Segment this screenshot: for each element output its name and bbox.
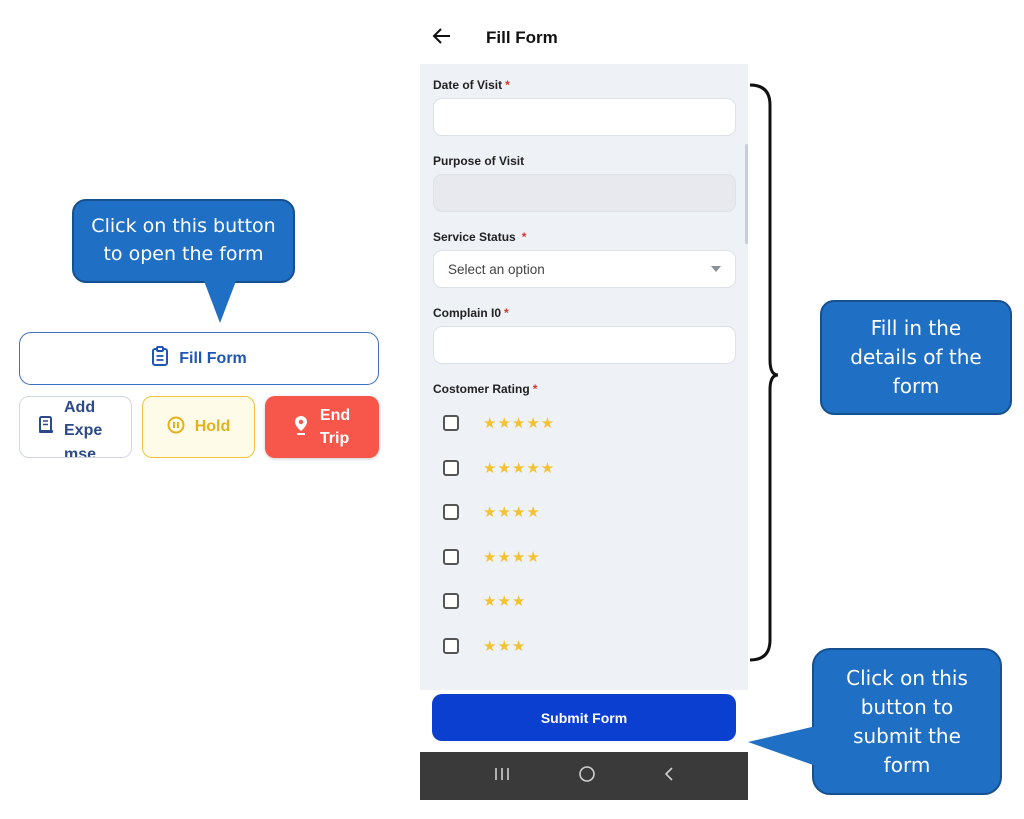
complain-id-label: Complain I0* — [433, 306, 509, 320]
rating-option[interactable]: ★★★★★ — [443, 414, 555, 432]
rating-checkbox[interactable] — [443, 548, 459, 565]
arrow-left-icon[interactable] — [432, 27, 480, 49]
star-icon: ★★★ — [483, 637, 527, 655]
rating-option[interactable]: ★★★★ — [443, 503, 541, 521]
recent-apps-icon[interactable] — [493, 767, 511, 786]
service-status-select[interactable]: Select an option — [433, 250, 736, 288]
required-mark: * — [504, 306, 509, 320]
service-status-label: Service Status* — [433, 230, 527, 244]
page-title: Fill Form — [486, 28, 558, 47]
home-icon[interactable] — [578, 765, 596, 788]
form-scroll-area[interactable]: Date of Visit* Purpose of Visit Service … — [420, 64, 748, 690]
star-icon: ★★★ — [483, 593, 527, 610]
rating-checkbox[interactable] — [443, 415, 459, 431]
nav-back-icon[interactable] — [663, 766, 675, 787]
fill-form-button[interactable]: Fill Form — [19, 332, 379, 385]
rating-checkbox[interactable] — [443, 504, 459, 520]
open-form-callout: Click on this button to open the form — [72, 199, 295, 323]
star-icon: ★★★★ — [483, 548, 541, 566]
scrollbar[interactable] — [745, 144, 748, 244]
service-status-placeholder: Select an option — [448, 261, 545, 277]
rating-option[interactable]: ★★★★★ — [443, 459, 555, 477]
required-mark: * — [532, 382, 538, 396]
submit-area: Submit Form — [420, 690, 748, 752]
rating-option[interactable]: ★★★ — [443, 592, 526, 610]
required-mark: * — [505, 78, 510, 92]
fill-details-callout: Fill in the details of the form — [820, 300, 1012, 415]
location-pin-icon — [294, 415, 308, 440]
date-of-visit-field[interactable] — [433, 98, 736, 136]
fill-form-button-label: Fill Form — [179, 349, 247, 367]
add-expense-label: Add Expe mse — [64, 399, 103, 458]
star-icon: ★★★★★ — [483, 459, 556, 477]
rating-option[interactable]: ★★★ — [443, 637, 526, 655]
submit-callout: Click on this button to submit the form — [748, 648, 1002, 795]
submit-form-button[interactable]: Submit Form — [432, 694, 736, 741]
purpose-of-visit-label: Purpose of Visit — [433, 154, 525, 168]
customer-rating-label: Costomer Rating* — [433, 382, 538, 396]
hold-label: Hold — [194, 418, 231, 435]
app-header: Fill Form — [420, 12, 748, 64]
receipt-icon — [38, 415, 54, 439]
end-trip-label: End Trip — [319, 406, 351, 447]
complain-id-field[interactable] — [433, 326, 736, 364]
add-expense-button[interactable]: Add Expe mse — [19, 396, 132, 458]
rating-option[interactable]: ★★★★ — [443, 548, 541, 566]
purpose-of-visit-field[interactable] — [433, 174, 736, 212]
star-icon: ★★★★★ — [483, 415, 556, 432]
required-mark: * — [521, 230, 527, 244]
rating-checkbox[interactable] — [443, 593, 459, 609]
pause-circle-icon — [167, 416, 185, 439]
star-icon: ★★★★ — [483, 504, 541, 521]
end-trip-button[interactable]: End Trip — [265, 396, 379, 458]
caret-down-icon — [711, 266, 721, 272]
hold-button[interactable]: Hold — [142, 396, 255, 458]
clipboard-icon — [151, 346, 169, 371]
form-bracket — [749, 83, 778, 662]
rating-checkbox[interactable] — [443, 459, 459, 476]
rating-checkbox[interactable] — [443, 637, 459, 654]
date-of-visit-label: Date of Visit* — [433, 78, 510, 92]
android-nav-bar — [420, 752, 748, 800]
